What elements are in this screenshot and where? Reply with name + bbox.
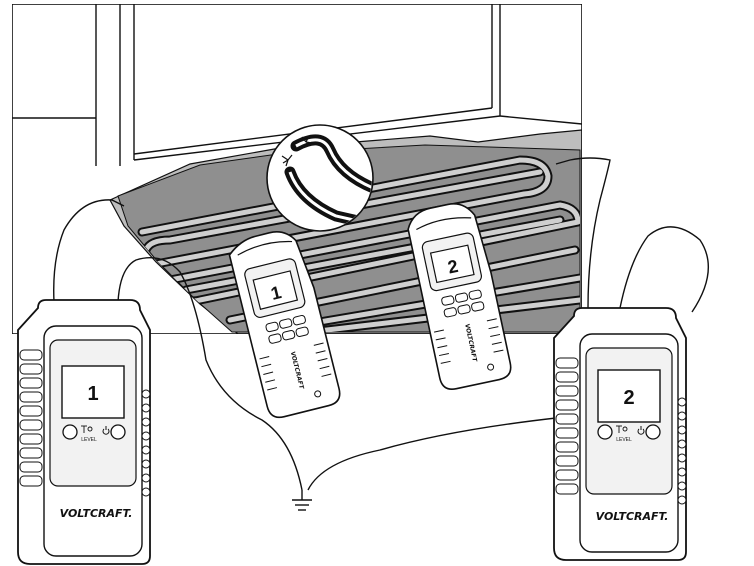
receiver-1-number: 1 bbox=[269, 282, 284, 304]
receiver-1-keypad bbox=[265, 314, 309, 344]
transmitter-1: 1 LEVEL VOLTCRAFT. bbox=[17, 299, 151, 565]
cable-break-magnifier bbox=[266, 124, 374, 232]
power-icon bbox=[102, 426, 110, 435]
receiver-2-number: 2 bbox=[446, 256, 460, 278]
signal-icon bbox=[616, 425, 628, 433]
transmitter-1-level-label: LEVEL bbox=[81, 437, 97, 443]
transmitter-2-level-label: LEVEL bbox=[616, 437, 632, 443]
broken-cable-icon bbox=[281, 134, 372, 230]
receiver-1: 1 VOLTCRAFT bbox=[228, 231, 341, 419]
transmitter-1-level-button[interactable] bbox=[62, 424, 78, 440]
transmitter-2-grip-right bbox=[677, 397, 687, 505]
transmitter-2-number: 2 bbox=[623, 387, 634, 409]
transmitter-1-number: 1 bbox=[87, 383, 98, 405]
transmitter-1-grip-right bbox=[141, 389, 151, 497]
transmitter-2-grip-left bbox=[555, 357, 579, 495]
transmitter-2-level-button[interactable] bbox=[597, 424, 613, 440]
receiver-2-keypad bbox=[441, 289, 485, 318]
transmitter-2: 2 LEVEL VOLTCRAFT. bbox=[553, 307, 687, 561]
signal-icon bbox=[81, 425, 93, 433]
receiver-2: 2 VOLTCRAFT bbox=[407, 203, 512, 390]
transmitter-1-grip-left bbox=[19, 349, 43, 487]
heating-cable bbox=[137, 155, 580, 332]
transmitter-2-brand: VOLTCRAFT. bbox=[596, 510, 669, 523]
transmitter-1-brand: VOLTCRAFT. bbox=[60, 507, 133, 520]
transmitter-2-power-button[interactable] bbox=[645, 424, 661, 440]
test-leads bbox=[53, 157, 710, 491]
power-icon bbox=[637, 426, 645, 435]
transmitter-1-power-button[interactable] bbox=[110, 424, 126, 440]
ground-icon bbox=[292, 490, 312, 511]
